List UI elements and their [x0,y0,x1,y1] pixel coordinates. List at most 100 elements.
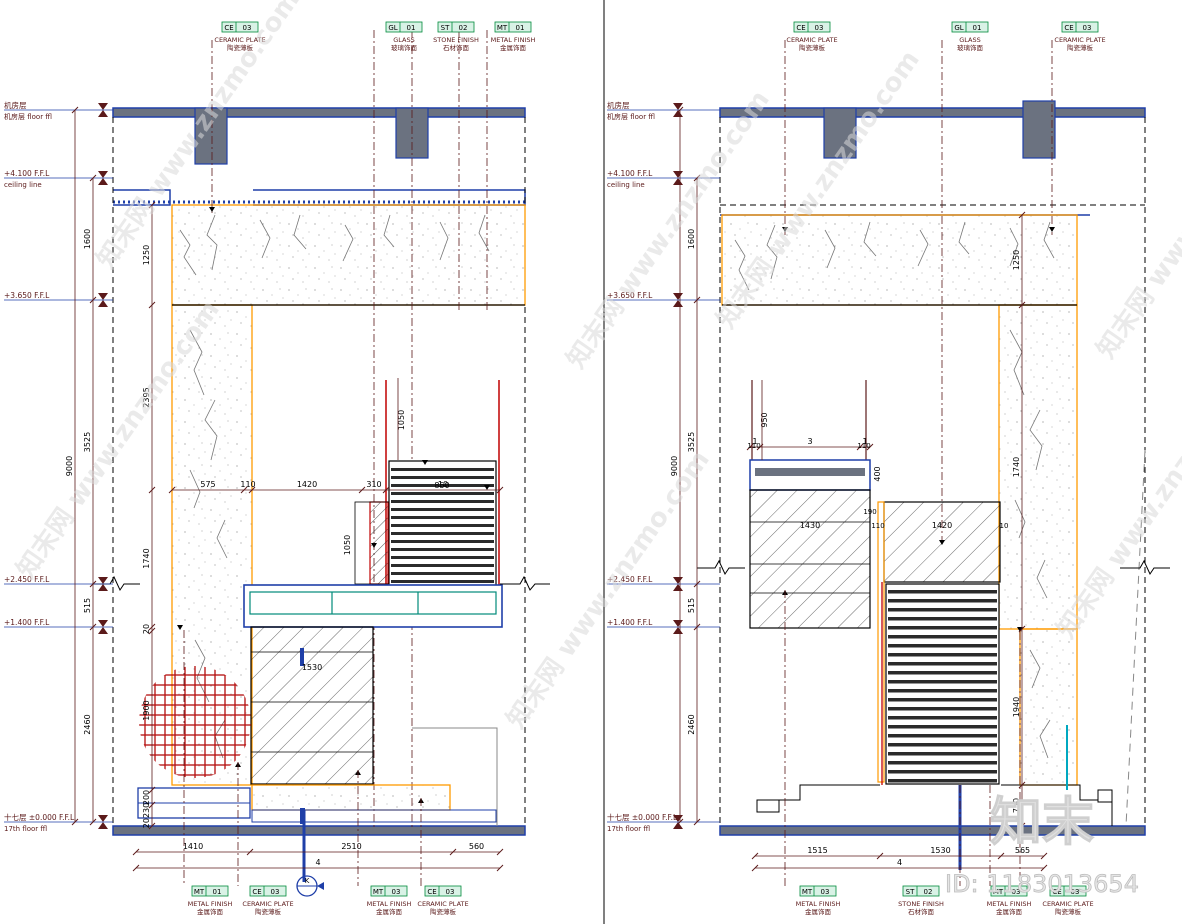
left-inner-dim-tick [148,786,156,794]
right-level-sub: 17th floor ffl [607,825,650,833]
left-counter [243,584,503,628]
right-bottom-dim-tick [997,852,1005,860]
left-bench-frame [354,501,390,585]
left-hinner-dim-text: 1420 [297,480,317,489]
right-bottom-tag-name: STONE FINISH [898,900,944,908]
right-stair-tread [888,608,997,612]
right-bottom-tag-box [1049,885,1087,897]
left-door-handle [300,648,304,666]
right-bottom-tag-box [902,885,940,897]
left-top-tag-num: 01 [516,24,525,32]
left-hinner-dim-tick [358,486,366,494]
right-top-tag-name: CERAMIC PLATE [786,36,837,44]
right-upper-dim-tick [746,443,754,451]
left-bottom-tag-name: METAL FINISH [188,900,233,908]
left-inner-dim-tick [148,822,156,830]
left-beam-1 [194,107,228,165]
left-decor-grid-circle [139,666,251,778]
left-door-panel [250,626,374,785]
left-hinner-dim-tick [496,486,504,494]
right-upper-dim-text: 950 [760,412,769,427]
right-top-slab [719,107,1146,118]
left-top-tag-box [385,21,423,33]
left-mid-dim-text: 515 [83,598,92,613]
left-stair-tread [391,564,494,567]
left-stair-dim-text: 850 [434,481,449,490]
left-stair-tread [391,524,494,527]
left-top-tag-code: CE [224,24,233,32]
right-break-line-r [1120,559,1170,576]
right-stair-tread [888,671,997,675]
left-stair-tread [391,468,494,471]
left-total-dim-tick [496,864,504,872]
left-stair-tread [391,492,494,495]
right-mid-dim-text: 2460 [687,714,696,734]
right-top-tag-box [793,21,831,33]
right-stair-tread [888,779,997,783]
right-level-label: +1.400 F.F.L [607,618,653,627]
right-top-tag-num: 03 [815,24,824,32]
left-section-letter: K [305,877,310,885]
left-stair-tread [391,580,494,583]
left-hinner-dim-text: 575 [200,480,215,489]
right-stair-tread [888,653,997,657]
right-top-tag-cn: 陶瓷薄板 [799,43,826,52]
right-dash-diag [1125,449,1146,827]
right-upper-dim-text: 3 [807,437,812,446]
right-stair-tread [888,752,997,756]
right-total-dim-tick [1040,864,1048,872]
left-top-tag-num: 02 [459,24,468,32]
left-stair-tread [391,548,494,551]
right-bottom-tag-code: CE [1052,888,1061,896]
left-inner-dim-text: 1900 [142,700,151,720]
right-level-label: 机房层 [607,100,630,110]
right-bottom-tag-name: METAL FINISH [796,900,841,908]
left-bottom-dim-text: 2510 [341,842,361,851]
right-bottom-tag-cn: 金属饰面 [805,907,832,916]
right-level-sub: 机房层 floor ffl [607,112,655,121]
right-rinner-dim-tick [1018,625,1026,633]
left-bottom-tag-code: CE [252,888,261,896]
right-level-label: +2.450 F.F.L [607,575,653,584]
left-stair-dim-text: 1050 [397,410,406,430]
left-bottom-tag-cn: 金属饰面 [376,907,403,916]
right-mid-dim-tick [693,580,701,588]
right-bottom-tag-code: MT [802,888,813,896]
left-mid-dim-text: 1600 [83,229,92,249]
right-level-label: +3.650 F.F.L [607,291,653,300]
left-stair-dim-text: 1050 [343,535,352,555]
right-stair-treads [888,590,997,783]
right-bottom-dim-tick [876,852,884,860]
right-stair-tread [888,689,997,693]
right-mid-dim-tick [693,818,701,826]
right-outer-dim-text: 9000 [670,456,679,476]
right-mid-dim-text: 1430 [800,521,820,530]
right-top-tag-code: GL [954,24,963,32]
right-outer-dim-tick [676,818,684,826]
right-bottom-tag-box [990,885,1028,897]
right-mid-dim-tick [693,623,701,631]
left-top-tag-name: CERAMIC PLATE [214,36,265,44]
left-bottom-dim-tick [132,848,140,856]
left-level-label: 十七层 ±0.000 F.F.L [4,812,75,822]
left-level-label: +2.450 F.F.L [4,575,50,584]
left-bottom-tag-num: 03 [446,888,455,896]
right-stair-tread [888,617,997,621]
right-upper-dim-text: 1 [862,437,867,446]
right-mid-dim-text: 10 [1000,522,1009,530]
right-level-sub: ceiling line [607,181,645,189]
right-mid-dim-text: 3525 [687,432,696,452]
left-bottom-tag-cn: 陶瓷薄板 [430,907,457,916]
left-total-dim-tick [132,864,140,872]
dimension-layer: 9000160035255152460125023951740201900200… [65,106,1048,872]
right-upper-dim-text: 110 [747,442,760,450]
right-rinner-dim-text: 1940 [1012,697,1021,717]
right-outer-dim-tick [676,106,684,114]
right-rinner-dim-text: 1740 [1012,457,1021,477]
left-inner-dim-text: 2395 [142,387,151,407]
left-top-tag-cn: 石材饰面 [443,43,470,52]
left-bottom-tag-cn: 陶瓷薄板 [255,907,282,916]
right-top-tag-cn: 陶瓷薄板 [1067,43,1094,52]
left-hinner-dim-tick [382,486,390,494]
left-stair-tread [391,484,494,487]
